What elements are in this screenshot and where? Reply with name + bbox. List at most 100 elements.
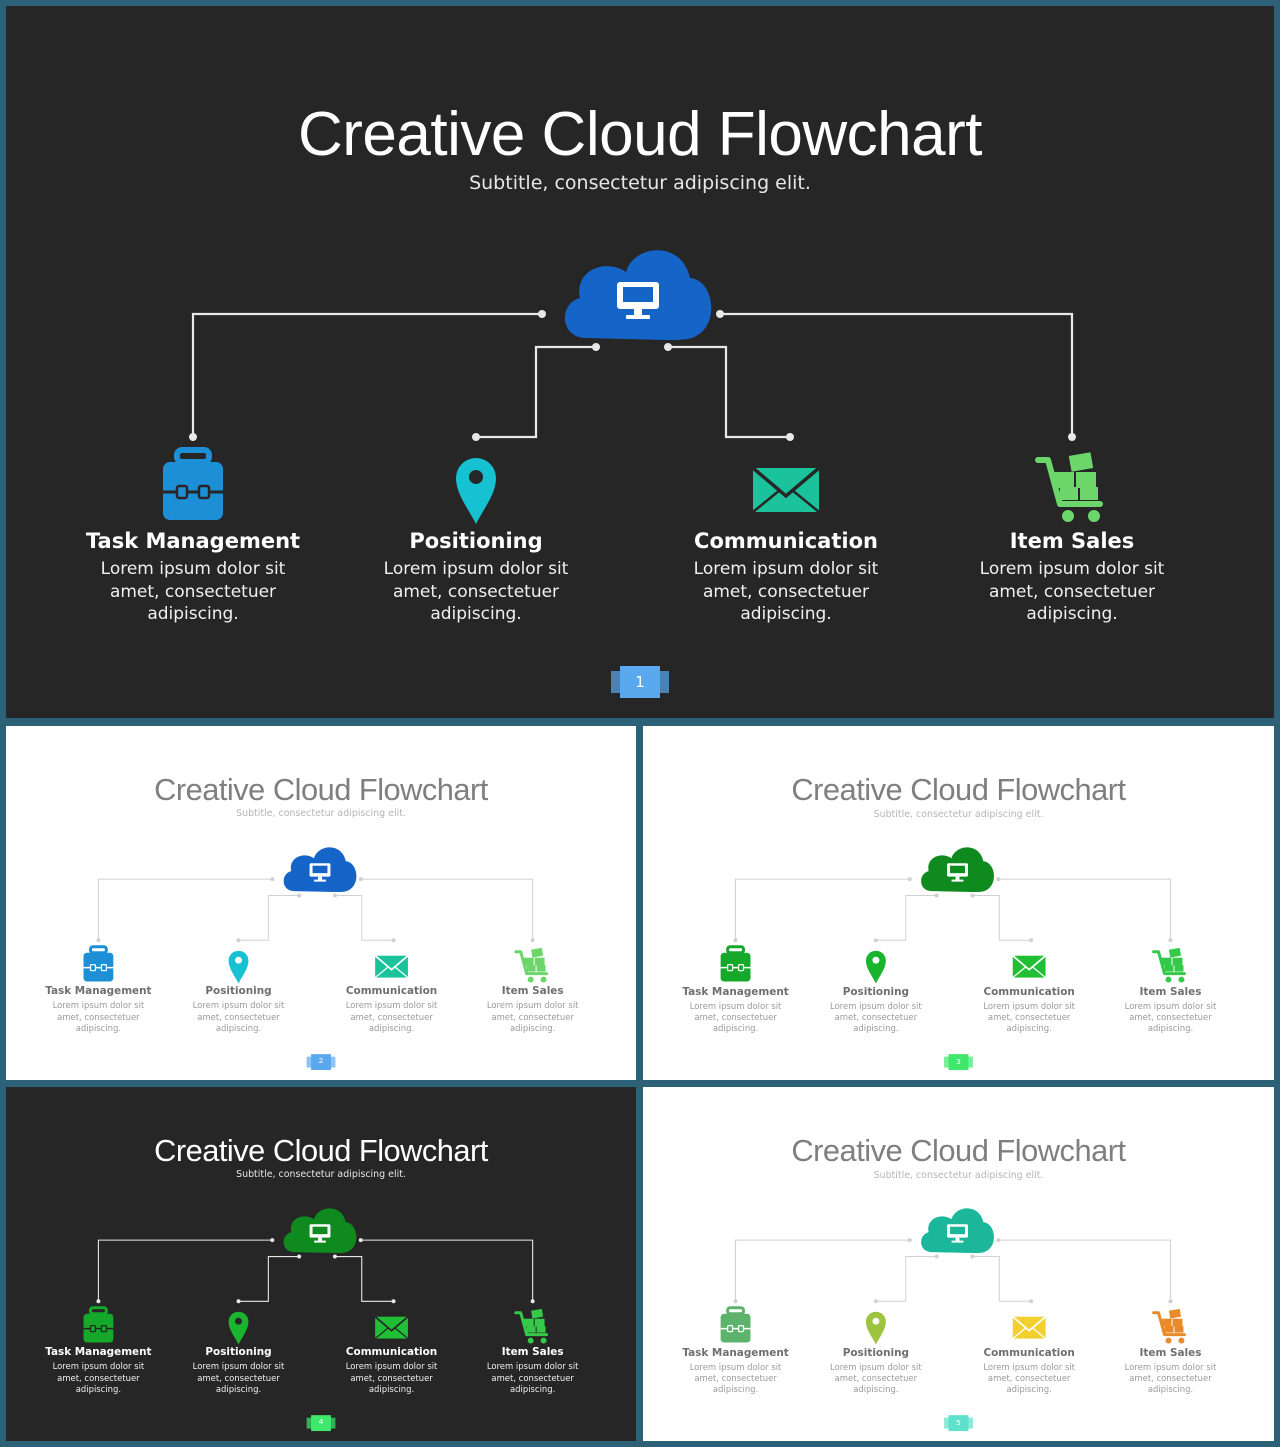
connector-dot [270, 877, 275, 882]
connector-dot [873, 938, 878, 943]
location-pin-icon [865, 1311, 886, 1345]
item-title: Positioning [409, 529, 543, 553]
connector-dot [96, 938, 101, 943]
shopping-cart-icon [514, 947, 549, 983]
item-title: Item Sales [501, 1346, 564, 1359]
item-description: Lorem ipsum dolor sit amet, consectetuer… [983, 1361, 1075, 1395]
page-number: 4 [318, 1417, 324, 1427]
connector-task-management [97, 878, 273, 941]
item-description: Lorem ipsum dolor sit amet, consectetuer… [383, 559, 569, 625]
cloud-computer-icon [564, 250, 712, 340]
item-title: Task Management [45, 985, 152, 998]
item-title: Task Management [682, 985, 789, 998]
connector-positioning [875, 895, 937, 941]
connector-item-sales [360, 1239, 534, 1302]
location-pin-icon [228, 950, 249, 984]
connector-dot [733, 1299, 738, 1304]
location-pin-icon [865, 950, 886, 984]
connector-positioning [238, 1255, 300, 1302]
item-title: Communication [345, 985, 438, 998]
item-title: Communication [345, 1346, 438, 1359]
connector-task-management [97, 1239, 273, 1302]
connector-dot [96, 1299, 101, 1304]
item-description: Lorem ipsum dolor sit amet, consectetuer… [52, 1361, 145, 1394]
slide-subtitle: Subtitle, consectetur adipiscing elit. [873, 1169, 1044, 1181]
page-number: 1 [635, 673, 645, 691]
connector-communication [668, 345, 790, 439]
item-title: Communication [694, 529, 878, 553]
flowchart-graphic [83, 847, 549, 1071]
item-description: Lorem ipsum dolor sit amet, consectetuer… [1124, 1000, 1217, 1034]
page-number-badge [306, 1054, 336, 1071]
shopping-cart-icon [1152, 947, 1186, 983]
connector-dot [538, 310, 546, 318]
item-title: Task Management [682, 1346, 789, 1359]
connector-dot [1168, 1299, 1173, 1304]
briefcase-icon [720, 1306, 751, 1343]
item-description: Lorem ipsum dolor sit amet, consectetuer… [345, 1000, 438, 1033]
item-title: Positioning [842, 985, 909, 998]
connector-positioning [476, 345, 596, 439]
connector-dot [530, 1299, 535, 1304]
connector-communication [972, 1256, 1032, 1302]
briefcase-icon [720, 945, 751, 982]
shopping-cart-icon [514, 1308, 549, 1344]
page-number-badge [944, 1415, 973, 1432]
connector-dot [1068, 433, 1076, 441]
item-description: Lorem ipsum dolor sit amet, consectetuer… [693, 559, 879, 625]
connector-item-sales [998, 1239, 1171, 1302]
connector-dot [332, 893, 337, 898]
connector-dot [332, 1254, 337, 1259]
item-description: Lorem ipsum dolor sit amet, consectetuer… [345, 1361, 438, 1394]
connector-dot [270, 1238, 275, 1243]
item-title: Item Sales [501, 985, 564, 998]
slide-title: Creative Cloud Flowchart [297, 100, 983, 169]
connector-dot [1168, 938, 1173, 943]
item-title: Item Sales [1139, 985, 1202, 998]
connector-dot [970, 1254, 975, 1259]
connector-dot [391, 938, 396, 943]
item-description: Lorem ipsum dolor sit amet, consectetuer… [192, 1361, 285, 1394]
connector-dot [873, 1299, 878, 1304]
connector-dot [236, 1299, 241, 1304]
item-title: Item Sales [1009, 529, 1135, 553]
connector-communication [334, 895, 394, 941]
connector-item-sales [720, 312, 1074, 437]
connector-communication [334, 1255, 394, 1302]
item-description: Lorem ipsum dolor sit amet, consectetuer… [486, 1000, 579, 1033]
connector-dot [472, 433, 480, 441]
envelope-icon [751, 466, 821, 513]
item-description: Lorem ipsum dolor sit amet, consectetuer… [983, 1000, 1075, 1034]
slide-subtitle: Subtitle, consectetur adipiscing elit. [236, 808, 406, 820]
flowchart-graphic [163, 250, 1103, 698]
connector-dot [297, 1254, 302, 1259]
item-title: Positioning [205, 985, 272, 998]
item-title: Task Management [85, 529, 301, 553]
item-description: Lorem ipsum dolor sit amet, consectetuer… [979, 559, 1165, 625]
item-description: Lorem ipsum dolor sit amet, consectetuer… [830, 1361, 922, 1395]
flowchart-graphic [720, 847, 1186, 1071]
item-description: Lorem ipsum dolor sit amet, consectetuer… [100, 559, 286, 625]
connector-dot [664, 343, 672, 351]
connector-dot [970, 893, 975, 898]
slide-title: Creative Cloud Flowchart [154, 771, 488, 807]
connector-communication [972, 895, 1032, 941]
slide-subtitle: Subtitle, consectetur adipiscing elit. [236, 1169, 406, 1181]
location-pin-icon [228, 1311, 249, 1345]
connector-dot [358, 1238, 363, 1243]
connector-dot [786, 433, 794, 441]
